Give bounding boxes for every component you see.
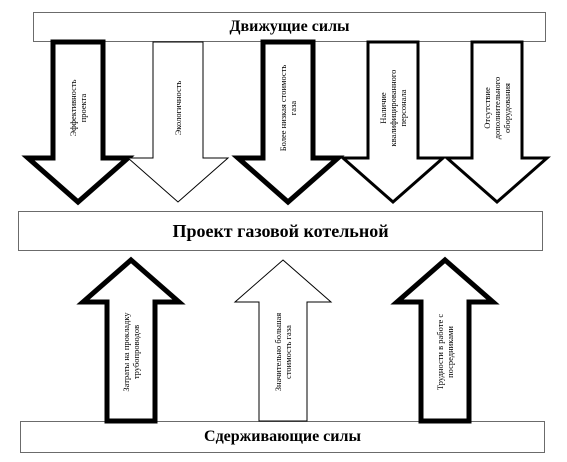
restraining-force-label-line: Значительно большая xyxy=(273,313,283,391)
driving-force-label: Более низкая стоимостьгаза xyxy=(278,65,298,152)
driving-force-label-line: оборудования xyxy=(502,83,512,133)
restraining-force-label-line: трубопроводов xyxy=(131,325,141,379)
restraining-force-label-line: стоимость газа xyxy=(283,325,293,379)
driving-force-label-line: Эффективность xyxy=(68,79,78,136)
driving-force-label-line: дополнительного xyxy=(492,77,502,140)
driving-force-arrow-shape xyxy=(339,40,447,204)
restraining-force-label-line: посредниками xyxy=(445,326,455,378)
driving-force-arrow-shape xyxy=(231,39,345,206)
restraining-force-label: Затраты на прокладкутрубопроводов xyxy=(121,312,141,392)
driving-force-label-line: квалифицированного xyxy=(388,70,398,147)
driving-force-arrow-2: Экологичность xyxy=(126,41,230,203)
restraining-force-label-line: Трудности в работе с xyxy=(435,314,445,390)
driving-forces-header: Движущие силы xyxy=(33,12,546,42)
driving-force-arrow-4: Наличиеквалифицированногоперсонала xyxy=(339,40,447,204)
driving-force-label-line: Отсутствие xyxy=(482,87,492,129)
driving-force-arrow-3: Более низкая стоимостьгаза xyxy=(231,39,345,206)
driving-force-label-line: Наличие xyxy=(378,92,388,124)
restraining-force-arrow-3: Трудности в работе спосредниками xyxy=(390,256,500,424)
restraining-force-arrow-2: Значительно большаястоимость газа xyxy=(233,259,333,422)
project-title-box: Проект газовой котельной xyxy=(18,211,543,251)
driving-force-label: Наличиеквалифицированногоперсонала xyxy=(378,70,408,147)
driving-force-arrow-5: Отсутствиедополнительногооборудования xyxy=(443,40,551,204)
driving-force-arrow-shape xyxy=(21,39,135,206)
restraining-force-label: Трудности в работе спосредниками xyxy=(435,314,455,390)
restraining-force-arrow-shape xyxy=(76,256,186,424)
driving-force-arrow-1: Эффективностьпроекта xyxy=(21,39,135,206)
restraining-force-arrow-shape xyxy=(233,259,333,422)
driving-force-arrow-shape xyxy=(126,41,230,203)
driving-force-label: Экологичность xyxy=(173,81,183,136)
restraining-force-label: Значительно большаястоимость газа xyxy=(273,313,293,391)
driving-force-label: Эффективностьпроекта xyxy=(68,79,88,136)
driving-force-label-line: проекта xyxy=(78,94,88,123)
restraining-forces-header: Сдерживающие силы xyxy=(20,421,545,453)
driving-force-arrow-shape xyxy=(443,40,551,204)
driving-force-label-line: Более низкая стоимость xyxy=(278,65,288,152)
driving-force-label: Отсутствиедополнительногооборудования xyxy=(482,77,512,140)
restraining-force-arrow-1: Затраты на прокладкутрубопроводов xyxy=(76,256,186,424)
driving-force-label-line: Экологичность xyxy=(173,81,183,136)
driving-force-label-line: персонала xyxy=(398,89,408,126)
restraining-force-label-line: Затраты на прокладку xyxy=(121,312,131,392)
driving-force-label-line: газа xyxy=(288,101,298,116)
restraining-force-arrow-shape xyxy=(390,256,500,424)
